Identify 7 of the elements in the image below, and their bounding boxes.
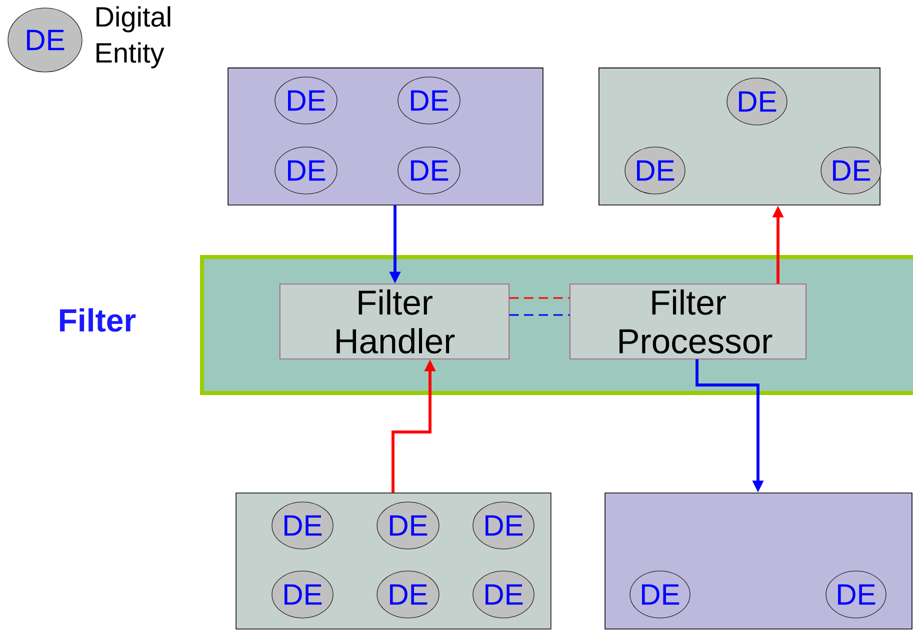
filter-label: Filter (60, 308, 136, 332)
connector-line (509, 297, 570, 299)
filter-component-box: Filter Processor (570, 284, 806, 360)
entity-caption: Digital Entity (96, 6, 170, 68)
filter-component-box: Filter Handler (280, 284, 510, 360)
connector-line (509, 314, 570, 316)
entity-box (604, 492, 912, 630)
